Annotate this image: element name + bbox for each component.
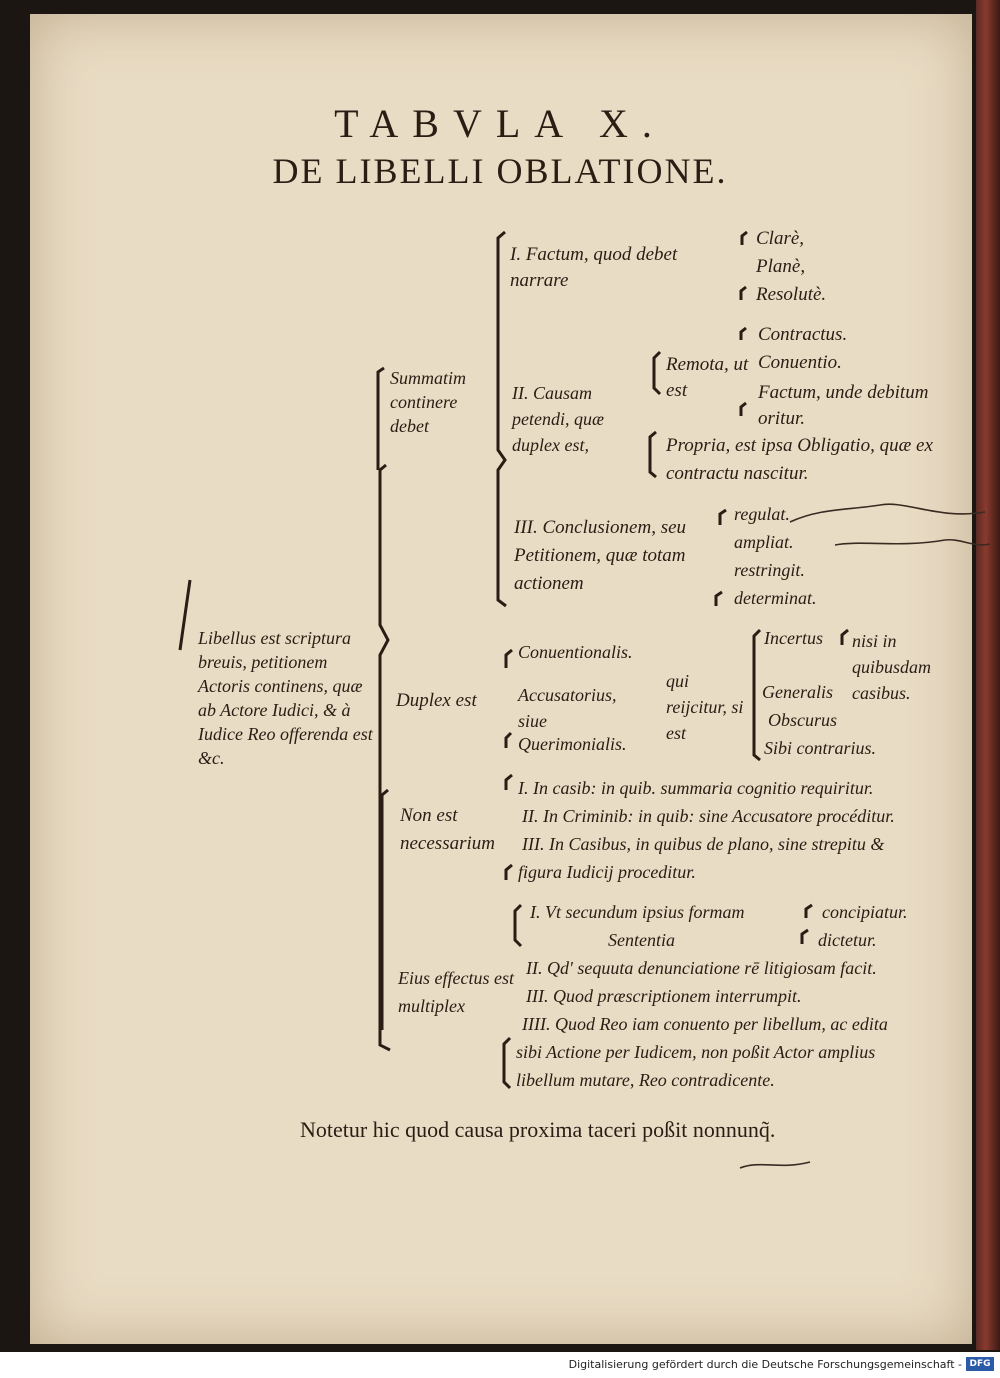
causam-item: II. Causam petendi, quæ duplex est, bbox=[512, 383, 604, 455]
non-est-item: I. In casib: in quib. summaria cognitio … bbox=[518, 778, 874, 798]
duplex-kind: Querimonialis. bbox=[518, 734, 627, 754]
reject-opt: Incertus bbox=[764, 628, 823, 648]
effectus-item: II. Qd' sequuta denunciatione rē litigio… bbox=[526, 958, 877, 978]
factum-opt: Clarè, bbox=[756, 228, 805, 249]
conclusionem-item: III. Conclusionem, seu Petitionem, quæ t… bbox=[514, 517, 687, 594]
qui-reijcitur: qui reijcitur, si est bbox=[666, 671, 744, 743]
footer-credit: Digitalisierung gefördert durch die Deut… bbox=[568, 1358, 962, 1371]
effectus-sub: Sententia bbox=[608, 930, 675, 950]
table-subtitle: DE LIBELLI OBLATIONE. bbox=[272, 151, 728, 191]
footer-band bbox=[0, 1352, 1000, 1378]
non-est-item: III. In Casibus, in quibus de plano, sin… bbox=[522, 834, 885, 854]
non-est-item: II. In Criminib: in quib: sine Accusator… bbox=[522, 806, 895, 826]
effectus-item: sibi Actione per Iudicem, non poßit Acto… bbox=[516, 1042, 876, 1062]
conclusion-opt: regulat. bbox=[734, 504, 790, 524]
reject-opt: Obscurus bbox=[768, 710, 838, 730]
dfg-logo-icon: DFG bbox=[966, 1357, 994, 1371]
conclusion-opt: determinat. bbox=[734, 588, 817, 608]
remota-opt: Contractus. bbox=[758, 324, 848, 345]
reject-opt: Sibi contrarius. bbox=[764, 738, 877, 758]
remota-opt: Conuentio. bbox=[758, 352, 842, 373]
table-title: TABVLA X. bbox=[334, 101, 666, 146]
conclusion-opt: ampliat. bbox=[734, 532, 794, 552]
effectus-opt: dictetur. bbox=[818, 930, 877, 950]
effectus-item: libellum mutare, Reo contradicente. bbox=[516, 1070, 775, 1090]
effectus-item: III. Quod præscriptionem interrumpit. bbox=[526, 986, 802, 1006]
effectus-label: Eius effectus est multiplex bbox=[398, 968, 514, 1016]
duplex-kind: Accusatorius, siue bbox=[518, 685, 617, 731]
factum-opt: Resolutè. bbox=[756, 284, 827, 305]
propria-label: Propria, est ipsa Obligatio, quæ ex cont… bbox=[666, 435, 933, 484]
book-spine bbox=[976, 0, 1000, 1350]
remota-label: Remota, ut est bbox=[666, 354, 749, 401]
effectus-item: I. Vt secundum ipsius formam bbox=[530, 902, 745, 922]
nisi-casibus: nisi in quibusdam casibus. bbox=[852, 631, 932, 703]
duplex-kind: Conuentionalis. bbox=[518, 642, 633, 662]
effectus-item: IIII. Quod Reo iam conuento per libellum… bbox=[522, 1014, 888, 1034]
factum-opt: Planè, bbox=[756, 256, 806, 277]
remota-opt: Factum, unde debitum oritur. bbox=[758, 382, 929, 429]
factum-item: I. Factum, quod debet narrare bbox=[510, 244, 678, 291]
reject-opt: Generalis bbox=[762, 682, 833, 702]
effectus-opt: concipiatur. bbox=[822, 902, 908, 922]
non-est-label: Non est necessarium bbox=[400, 805, 495, 854]
summatim-label: Summatim continere debet bbox=[390, 368, 466, 436]
root-definition: Libellus est scriptura breuis, petitione… bbox=[198, 628, 373, 768]
duplex-label: Duplex est bbox=[396, 690, 477, 711]
closing-note: Notetur hic quod causa proxima taceri po… bbox=[300, 1117, 776, 1142]
non-est-item: figura Iudicij proceditur. bbox=[518, 862, 696, 882]
conclusion-opt: restringit. bbox=[734, 560, 805, 580]
